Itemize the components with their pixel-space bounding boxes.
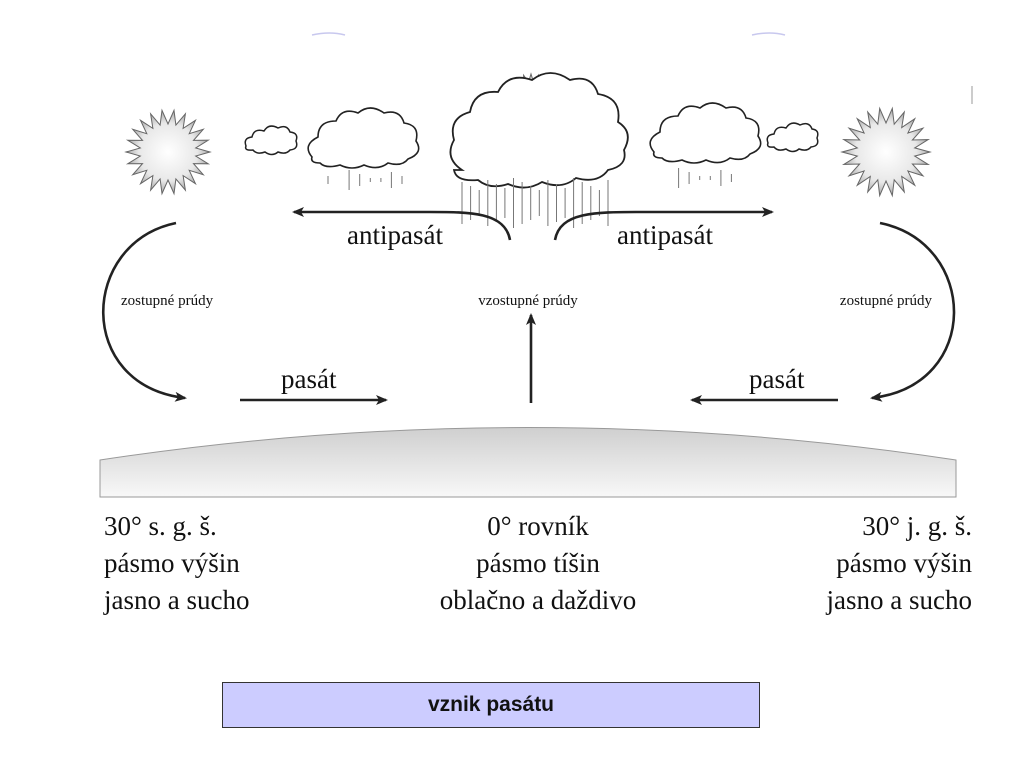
cloud-icon: [766, 122, 819, 153]
rain-icon: [327, 168, 732, 228]
sun-icon: [124, 108, 212, 196]
zone-right-weather: jasno a sucho: [826, 585, 972, 615]
antipasat-label-left: antipasát: [347, 220, 443, 250]
zostupne-label-right: zostupné prúdy: [840, 293, 933, 309]
antipasat-left-arrow: [292, 207, 512, 241]
zone-right-belt: pásmo výšin: [836, 548, 972, 578]
cloud-icon: [307, 107, 420, 169]
zone-left-weather: jasno a sucho: [104, 585, 250, 615]
zone-center-weather: oblačno a daždivo: [439, 585, 637, 615]
zostupne-label-left: zostupné prúdy: [121, 293, 214, 309]
zone-left-description: 30° s. g. š. pásmo výšin jasno a sucho: [104, 508, 249, 619]
earth-surface: [99, 427, 957, 498]
zone-right-description: 30° j. g. š. pásmo výšin jasno a sucho: [827, 508, 972, 619]
zone-center-belt: pásmo tíšin: [476, 548, 600, 578]
pasat-label-right: pasát: [749, 364, 805, 394]
antipasat-label-right: antipasát: [617, 220, 713, 250]
zone-center-latitude: 0° rovník: [487, 511, 589, 541]
cloud-icon: [244, 125, 298, 156]
top-mark-left: [311, 32, 346, 36]
zostupne-right-arrow: [870, 221, 956, 402]
pasat-label-left: pasát: [281, 364, 337, 394]
vzostupne-label: vzostupné prúdy: [478, 293, 578, 309]
sun-icon: [840, 106, 932, 198]
caption-text: vznik pasátu: [427, 693, 555, 716]
zone-center-description: 0° rovník pásmo tíšin oblačno a daždivo: [388, 508, 688, 619]
cloud-icon: [449, 72, 629, 189]
zostupne-left-arrow: [102, 221, 187, 402]
zone-right-latitude: 30° j. g. š.: [862, 511, 972, 541]
antipasat-right-arrow: [553, 207, 774, 241]
caption-box: vznik pasátu: [222, 682, 760, 728]
zone-left-belt: pásmo výšin: [104, 548, 240, 578]
top-mark-right: [751, 32, 786, 36]
cloud-icon: [649, 102, 762, 164]
zone-left-latitude: 30° s. g. š.: [104, 511, 217, 541]
